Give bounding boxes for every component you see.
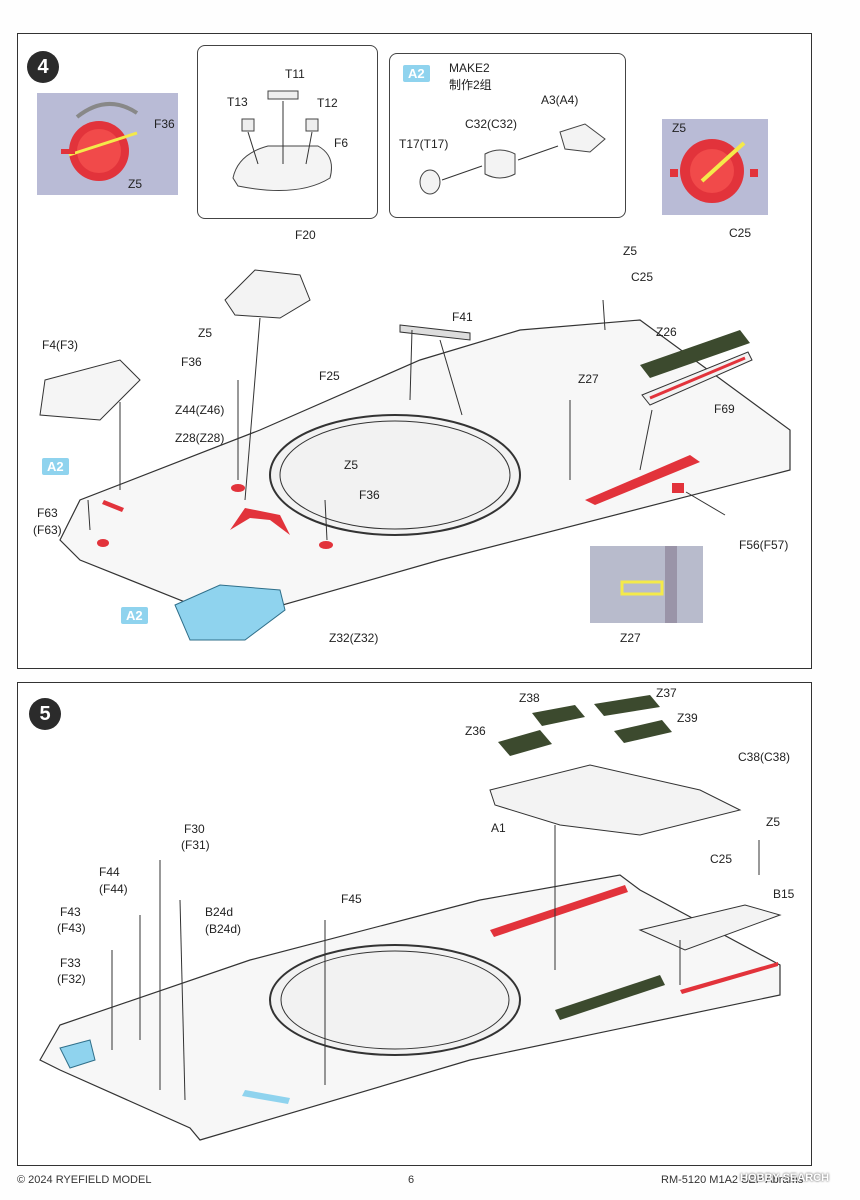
label-f43: F43 — [60, 905, 81, 919]
footer-product-code: RM-5120 M1A2 SEP Abrams — [661, 1174, 804, 1186]
label-f41: F41 — [452, 310, 473, 324]
step4-photo-f36 — [37, 93, 178, 195]
label-f44-paren: (F44) — [99, 882, 128, 896]
label-b24d-paren: (B24d) — [205, 922, 242, 936]
footer-page-number: 6 — [408, 1174, 415, 1186]
label-c32: C32(C32) — [465, 117, 518, 131]
label-z39: Z39 — [677, 711, 698, 725]
label-f36-left: F36 — [181, 355, 202, 369]
label-f63-paren: (F63) — [33, 523, 62, 537]
f36-photo-art — [61, 101, 139, 181]
label-a1: A1 — [491, 821, 506, 835]
label-z32: Z32(Z32) — [329, 631, 379, 645]
label-z26: Z26 — [656, 325, 677, 339]
label-z27-photo: Z27 — [620, 631, 641, 645]
label-f25: F25 — [319, 369, 340, 383]
label-f36-photo: F36 — [154, 117, 175, 131]
label-make2-cn: 制作2组 — [449, 78, 492, 92]
label-z27: Z27 — [578, 372, 599, 386]
label-z5-left: Z5 — [198, 326, 213, 340]
footer-watermark: HOBBY SEARCH — [740, 1172, 830, 1184]
a2-subassembly-art — [419, 123, 606, 195]
label-z5-photo-right: Z5 — [672, 121, 687, 135]
a2-left-badge: A2 — [42, 458, 69, 475]
label-t12: T12 — [317, 96, 338, 110]
footer-copyright: © 2024 RYEFIELD MODEL — [17, 1174, 152, 1186]
label-f69: F69 — [714, 402, 735, 416]
label-c25-step5: C25 — [710, 852, 733, 866]
label-make2: MAKE2 — [449, 61, 490, 75]
step4-number-badge: 4 — [27, 51, 59, 83]
label-z5-top-right: Z5 — [623, 244, 638, 258]
a2-bottom-badge: A2 — [121, 607, 148, 624]
label-t13: T13 — [227, 95, 248, 109]
label-c38: C38(C38) — [738, 750, 791, 764]
label-t17: T17(T17) — [399, 137, 449, 151]
step5-number-badge: 5 — [29, 698, 61, 730]
label-f20: F20 — [295, 228, 316, 242]
label-z28: Z28(Z28) — [175, 431, 225, 445]
c25-photo-art — [670, 139, 758, 203]
label-z37: Z37 — [656, 686, 677, 700]
label-a3: A3(A4) — [541, 93, 579, 107]
label-f36-center: F36 — [359, 488, 380, 502]
step4-photo-c25 — [662, 119, 768, 215]
f6-subassembly-art — [232, 90, 332, 191]
label-f4: F4(F3) — [42, 338, 78, 352]
label-c25-top-right: C25 — [631, 270, 654, 284]
a2-make-badge: A2 — [403, 65, 430, 82]
step4-inset-f6 — [197, 45, 378, 219]
label-f63: F63 — [37, 506, 58, 520]
label-b15: B15 — [773, 887, 795, 901]
label-z5-photo: Z5 — [128, 177, 143, 191]
label-b24d: B24d — [205, 905, 234, 919]
label-z36: Z36 — [465, 724, 486, 738]
label-z5-step5: Z5 — [766, 815, 781, 829]
label-f56: F56(F57) — [739, 538, 789, 552]
label-z44: Z44(Z46) — [175, 403, 225, 417]
label-f6: F6 — [334, 136, 349, 150]
label-f30-paren: (F31) — [181, 838, 210, 852]
label-f33: F33 — [60, 956, 81, 970]
label-t11: T11 — [285, 67, 305, 81]
label-f43-paren: (F43) — [57, 921, 86, 935]
label-z5-center: Z5 — [344, 458, 359, 472]
label-f45: F45 — [341, 892, 362, 906]
label-f33-paren: (F32) — [57, 972, 86, 986]
label-f44: F44 — [99, 865, 120, 879]
label-z38: Z38 — [519, 691, 540, 705]
label-c25-photo-right: C25 — [729, 226, 752, 240]
label-f30: F30 — [184, 822, 205, 836]
